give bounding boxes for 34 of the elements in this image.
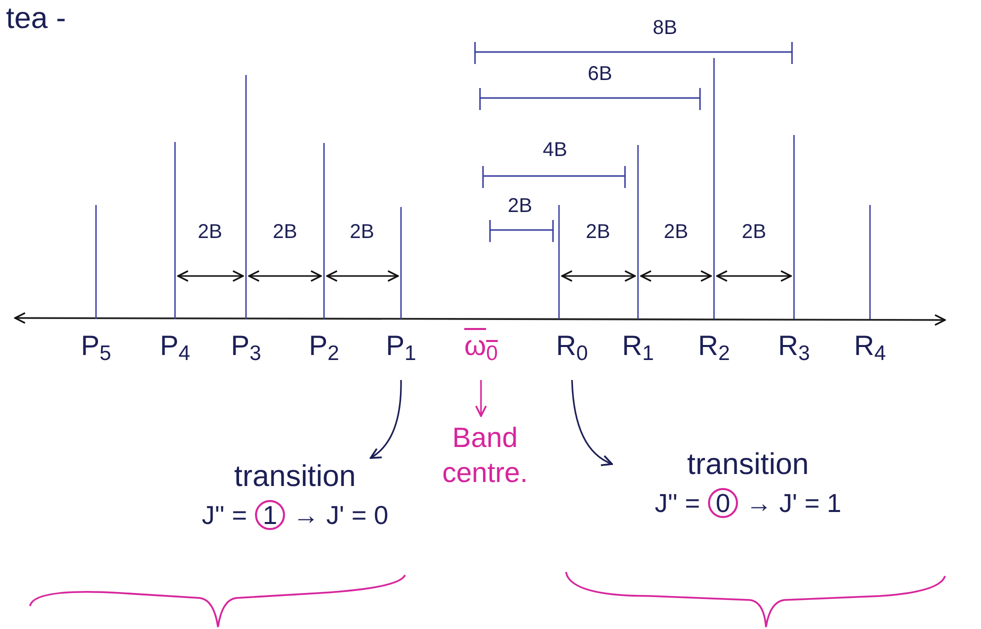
equation-text: → J' = 1 (746, 490, 842, 516)
line-label: P$_{5}$ (80, 332, 112, 360)
line-label: R$_{1}$ (622, 332, 654, 360)
dimension-label: 2B (664, 222, 688, 242)
equation-text: → J' = 0 (293, 502, 388, 528)
title: tea - (6, 4, 66, 34)
arrow (571, 380, 613, 466)
equation-text: J'' = (202, 502, 248, 528)
line-label: R$_{3}$ (778, 332, 810, 360)
annotation-text: Band centre. (441, 421, 529, 490)
line-label: P$_{4}$ (160, 332, 190, 360)
equation-text: J'' = (654, 490, 700, 516)
dimension-label: 2B (350, 222, 374, 242)
dimension-label: 8B (652, 18, 678, 38)
line-label: P$_{3}$ (230, 332, 262, 360)
dimension-label: 2B (198, 222, 222, 242)
line-label: P$_{1}$ (386, 332, 416, 360)
arrow (370, 380, 402, 459)
line-label: ω$_{0}$ (464, 332, 498, 360)
dimension-label: 6B (588, 64, 612, 84)
dimension-label: 4B (542, 140, 568, 160)
dimension-label: 2B (586, 222, 610, 242)
line-label: P$_{2}$ (308, 332, 340, 360)
dimension-label: 2B (742, 222, 766, 242)
line-label: R$_{2}$ (698, 332, 730, 360)
transition-text: transition (234, 462, 356, 492)
line-label: R$_{4}$ (854, 332, 886, 360)
circled-number: 0 (708, 488, 738, 518)
dimension-label: 2B (272, 222, 298, 242)
circled-number: 1 (255, 500, 286, 530)
dimension-label: 2B (508, 196, 532, 216)
transition-text: transition (687, 450, 809, 480)
line-label: R$_{0}$ (556, 332, 588, 360)
arrow (475, 380, 487, 417)
